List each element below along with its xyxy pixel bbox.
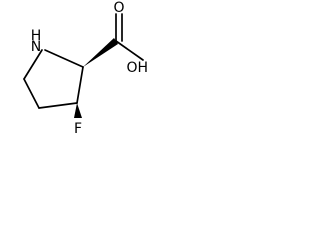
molecule-structure: N H O OH F xyxy=(23,0,148,137)
atom-label-oxygen-double: O xyxy=(113,0,124,16)
atom-label-nitrogen: N xyxy=(31,39,41,55)
bond-c4-c5 xyxy=(23,78,40,109)
bond-n-c2 xyxy=(44,49,84,68)
bond-c5-n xyxy=(23,49,43,80)
atom-label-hydroxyl: OH xyxy=(126,60,148,76)
wedge-bond-c2-carboxyl xyxy=(83,38,118,67)
bond-c3-c4 xyxy=(38,102,78,109)
bond-c2-c3 xyxy=(76,66,84,104)
wedge-bond-c3-f xyxy=(74,103,82,118)
bond-carboxyl-oh xyxy=(115,40,144,61)
atom-label-nitrogen-hydrogen: H xyxy=(31,28,42,44)
atom-label-fluorine: F xyxy=(74,121,82,137)
